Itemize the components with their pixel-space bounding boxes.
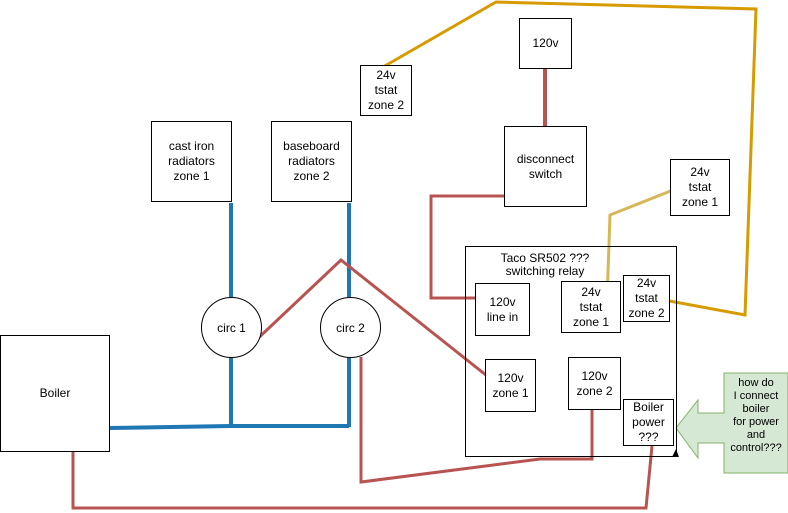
relay-tstat-zone1-label: 24v tstat zone 1: [572, 284, 610, 329]
disconnect-switch-box: disconnect switch: [504, 126, 587, 207]
question-callout-text: how do I connect boiler for power and co…: [730, 377, 782, 454]
pipe-boiler-manifold: [108, 424, 349, 430]
wire-tstat-zone2: [382, 0, 758, 317]
cast-iron-radiators-label: cast iron radiators zone 1: [168, 139, 215, 183]
wires-120v: [71, 68, 654, 510]
relay-corner-marker: [672, 449, 679, 457]
tstat-zone2-label: 24v tstat zone 2: [367, 68, 405, 112]
relay-zone1-label: 120v zone 1: [492, 370, 529, 400]
tstat-zone1-label: 24v tstat zone 1: [681, 165, 719, 209]
relay-zone2-label: 120v zone 2: [576, 368, 613, 398]
wire-circ2-to-zone2: [359, 357, 594, 484]
relay-boiler-power-label: Boiler power ???: [632, 400, 665, 444]
relay-zone1-terminal: 120v zone 1: [485, 359, 536, 412]
relay-tstat-zone2-label: 24v tstat zone 2: [628, 276, 665, 320]
relay-tstat-zone1-terminal: 24v tstat zone 1: [561, 281, 621, 333]
wire-tstat-zone1: [605, 188, 674, 302]
relay-title: Taco SR502 ??? switching relay: [500, 251, 590, 278]
circulator-2: circ 2: [320, 297, 381, 358]
relay-zone2-terminal: 120v zone 2: [568, 357, 621, 410]
wire-disconnect-to-line-in: [429, 194, 507, 300]
baseboard-radiators-box: baseboard radiators zone 2: [271, 121, 352, 202]
relay-tstat-zone2-terminal: 24v tstat zone 2: [623, 275, 670, 322]
power-120v-label: 120v: [532, 36, 559, 50]
power-120v-box: 120v: [519, 18, 572, 69]
pipes: [108, 203, 351, 430]
callout-arrow: [675, 372, 788, 474]
tstat-zone2-box: 24v tstat zone 2: [360, 65, 412, 116]
boiler-box: Boiler: [0, 335, 110, 452]
switching-relay: [465, 246, 677, 457]
wire-boiler-to-boiler-power: [71, 445, 654, 510]
wire-circ1-to-zone1: [251, 258, 497, 385]
boiler-label: Boiler: [39, 386, 71, 400]
disconnect-switch-label: disconnect switch: [516, 151, 575, 181]
relay-line-in-terminal: 120v line in: [475, 283, 530, 336]
circulator-2-label: circ 2: [336, 320, 365, 335]
cast-iron-radiators-box: cast iron radiators zone 1: [151, 121, 232, 202]
tstat-zone1-box: 24v tstat zone 1: [670, 159, 730, 216]
relay-boiler-power-terminal: Boiler power ???: [623, 399, 674, 446]
baseboard-radiators-label: baseboard radiators zone 2: [283, 139, 340, 183]
relay-line-in-label: 120v line in: [486, 294, 519, 324]
circulator-1: circ 1: [201, 297, 262, 358]
circulator-1-label: circ 1: [217, 320, 246, 335]
